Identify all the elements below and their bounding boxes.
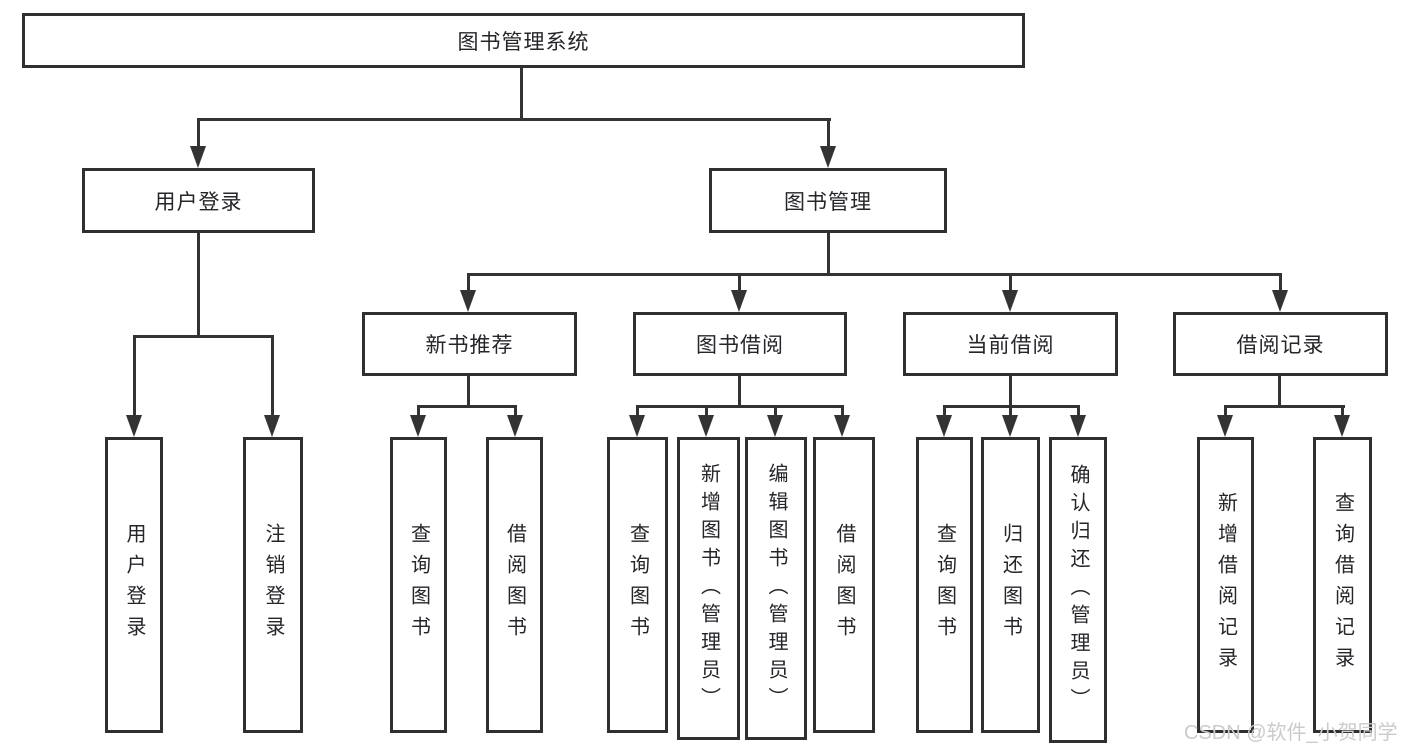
node-root-label: 图书管理系统: [457, 30, 590, 54]
connector-line: [133, 335, 274, 338]
connector-line: [1278, 375, 1281, 405]
connector-line: [636, 405, 639, 417]
connector-line: [1224, 405, 1345, 408]
leaf-user-login-label: 用户登录: [123, 523, 145, 647]
connector-line: [1341, 405, 1344, 417]
leaf-nb-borrow-books-label: 借阅图书: [503, 523, 526, 647]
leaf-br-add-record: 新增借阅记录: [1197, 437, 1254, 733]
arrowhead-down-icon: [731, 290, 747, 312]
connector-line: [417, 405, 517, 408]
arrowhead-down-icon: [698, 415, 714, 437]
connector-line: [1279, 273, 1282, 293]
arrowhead-down-icon: [507, 415, 523, 437]
arrowhead-down-icon: [1272, 290, 1288, 312]
leaf-logout: 注销登录: [243, 437, 303, 733]
leaf-nb-query-books: 查询图书: [390, 437, 447, 733]
leaf-bb-query-books-label: 查询图书: [626, 523, 649, 647]
connector-line: [841, 405, 844, 417]
node-borrow-records-label: 借阅记录: [1236, 334, 1325, 357]
node-root: 图书管理系统: [22, 13, 1025, 68]
leaf-bb-borrow-books: 借阅图书: [813, 437, 875, 733]
node-current-borrowing: 当前借阅: [903, 312, 1118, 376]
arrowhead-down-icon: [410, 415, 426, 437]
arrowhead-down-icon: [820, 146, 836, 168]
arrowhead-down-icon: [629, 415, 645, 437]
connector-line: [636, 405, 844, 408]
leaf-cb-confirm-return-admin-label: 确认归还（管理员）: [1067, 464, 1089, 716]
connector-line: [1009, 405, 1012, 417]
arrowhead-down-icon: [767, 415, 783, 437]
connector-line: [1009, 375, 1012, 405]
leaf-cb-confirm-return-admin: 确认归还（管理员）: [1049, 437, 1107, 743]
connector-line: [774, 405, 777, 417]
leaf-user-login: 用户登录: [105, 437, 163, 733]
node-book-management: 图书管理: [709, 168, 947, 233]
connector-line: [133, 335, 136, 417]
connector-line: [738, 375, 741, 405]
connector-line: [271, 335, 274, 417]
arrowhead-down-icon: [834, 415, 850, 437]
leaf-bb-add-books-admin-label: 新增图书（管理员）: [697, 462, 720, 715]
leaf-logout-label: 注销登录: [262, 523, 284, 647]
node-user-login-label: 用户登录: [154, 190, 243, 214]
leaf-br-query-record-label: 查询借阅记录: [1331, 492, 1354, 678]
arrowhead-down-icon: [1217, 415, 1233, 437]
node-book-management-label: 图书管理: [784, 190, 872, 214]
arrowhead-down-icon: [460, 290, 476, 312]
connector-line: [197, 233, 200, 335]
connector-line: [197, 118, 831, 121]
connector-line: [520, 66, 523, 118]
csdn-watermark: CSDN @软件_小贺同学: [1184, 722, 1398, 744]
leaf-br-add-record-label: 新增借阅记录: [1214, 492, 1237, 678]
connector-line: [827, 118, 830, 150]
node-borrow-records: 借阅记录: [1173, 312, 1388, 376]
leaf-bb-query-books: 查询图书: [607, 437, 668, 733]
connector-line: [943, 405, 946, 417]
arrowhead-down-icon: [1334, 415, 1350, 437]
leaf-bb-edit-books-admin-label: 编辑图书（管理员）: [765, 462, 787, 715]
leaf-cb-return-books: 归还图书: [981, 437, 1040, 733]
leaf-cb-query-books-label: 查询图书: [933, 523, 956, 647]
connector-line: [1077, 405, 1080, 417]
node-new-book-recommend: 新书推荐: [362, 312, 577, 376]
arrowhead-down-icon: [936, 415, 952, 437]
connector-line: [467, 375, 470, 405]
leaf-bb-edit-books-admin: 编辑图书（管理员）: [745, 437, 807, 740]
leaf-cb-query-books: 查询图书: [916, 437, 973, 733]
leaf-cb-return-books-label: 归还图书: [999, 523, 1022, 647]
leaf-bb-borrow-books-label: 借阅图书: [833, 523, 855, 647]
arrowhead-down-icon: [1070, 415, 1086, 437]
node-book-borrowing-label: 图书借阅: [696, 334, 784, 357]
arrowhead-down-icon: [1002, 290, 1018, 312]
connector-line: [1224, 405, 1227, 417]
connector-line: [417, 405, 420, 417]
node-book-borrowing: 图书借阅: [633, 312, 847, 376]
connector-line: [467, 273, 1282, 276]
leaf-br-query-record: 查询借阅记录: [1313, 437, 1372, 733]
arrowhead-down-icon: [264, 415, 280, 437]
connector-line: [197, 118, 200, 150]
arrowhead-down-icon: [126, 415, 142, 437]
connector-line: [738, 273, 741, 293]
connector-line: [827, 233, 830, 273]
leaf-bb-add-books-admin: 新增图书（管理员）: [677, 437, 740, 740]
node-current-borrowing-label: 当前借阅: [966, 334, 1055, 357]
leaf-nb-borrow-books: 借阅图书: [486, 437, 543, 733]
node-new-book-recommend-label: 新书推荐: [425, 334, 514, 357]
connector-line: [467, 273, 470, 293]
connector-line: [1009, 273, 1012, 293]
leaf-nb-query-books-label: 查询图书: [407, 523, 430, 647]
node-user-login: 用户登录: [82, 168, 315, 233]
connector-line: [514, 405, 517, 417]
arrowhead-down-icon: [1002, 415, 1018, 437]
connector-line: [705, 405, 708, 417]
arrowhead-down-icon: [190, 146, 206, 168]
